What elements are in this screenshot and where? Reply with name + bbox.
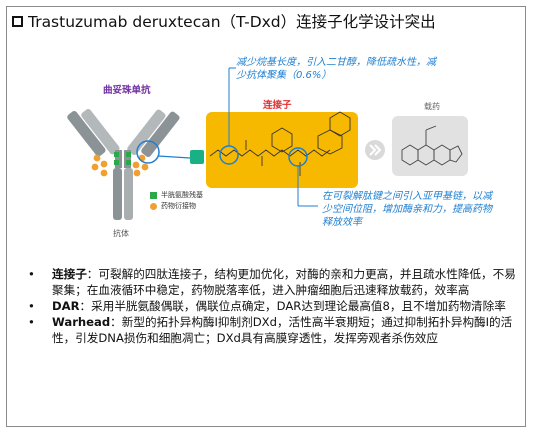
release-arrow-icon xyxy=(365,140,385,160)
green-square-icon xyxy=(150,191,157,199)
legend-item-cysteine: 半胱氨酸残基 xyxy=(150,190,203,200)
title-text: Trastuzumab deruxtecan（T-Dxd）连接子化学设计突出 xyxy=(28,13,436,31)
payload-box xyxy=(392,116,468,176)
slide-frame xyxy=(6,6,526,427)
payload-label: 载药 xyxy=(424,102,440,111)
payload-chemical-structure xyxy=(401,125,463,166)
bullet-dar: DAR：采用半胱氨酸偶联，偶联位点确定，DAR达到理论最高值8，且不增加药物清除… xyxy=(28,298,520,314)
maleimide-block xyxy=(190,150,204,164)
bullet-list: 连接子：可裂解的四肽连接子，结构更加优化，对酶的亲和力更高，并且疏水性降低，不易… xyxy=(28,266,520,346)
zoom-connector-line xyxy=(157,155,191,159)
cysteine-residue-markers xyxy=(114,152,131,165)
antibody-label: 曲妥珠单抗 xyxy=(103,85,151,96)
bullet-linker: 连接子：可裂解的四肽连接子，结构更加优化，对酶的亲和力更高，并且疏水性降低，不易… xyxy=(28,266,520,298)
annotation-top: 减少烷基长度，引入二甘醇，降低疏水性，减少抗体聚集（0.6%） xyxy=(236,57,436,81)
annotation-bottom: 在可裂解肽键之间引入亚甲基链，以减少空间位阻，增加酶亲和力，提高药物释放效率 xyxy=(322,191,492,228)
bullet-warhead: Warhead：新型的拓扑异构酶I抑制剂DXd，活性高半衰期短；通过抑制拓扑异构… xyxy=(28,314,520,346)
drug-conjugate-dots xyxy=(91,154,149,177)
slide-title: Trastuzumab deruxtecan（T-Dxd）连接子化学设计突出 xyxy=(12,10,436,32)
linker-label: 连接子 xyxy=(263,100,292,111)
antibody-bottom-label: 抗体 xyxy=(113,229,129,238)
linker-chemical-structure xyxy=(209,111,351,176)
legend-item-drug: 药物衍接物 xyxy=(150,201,196,211)
orange-dot-icon xyxy=(150,202,157,210)
antibody-graphic xyxy=(67,109,180,220)
zoom-circle xyxy=(136,140,160,164)
checkbox-square-icon xyxy=(12,15,23,27)
